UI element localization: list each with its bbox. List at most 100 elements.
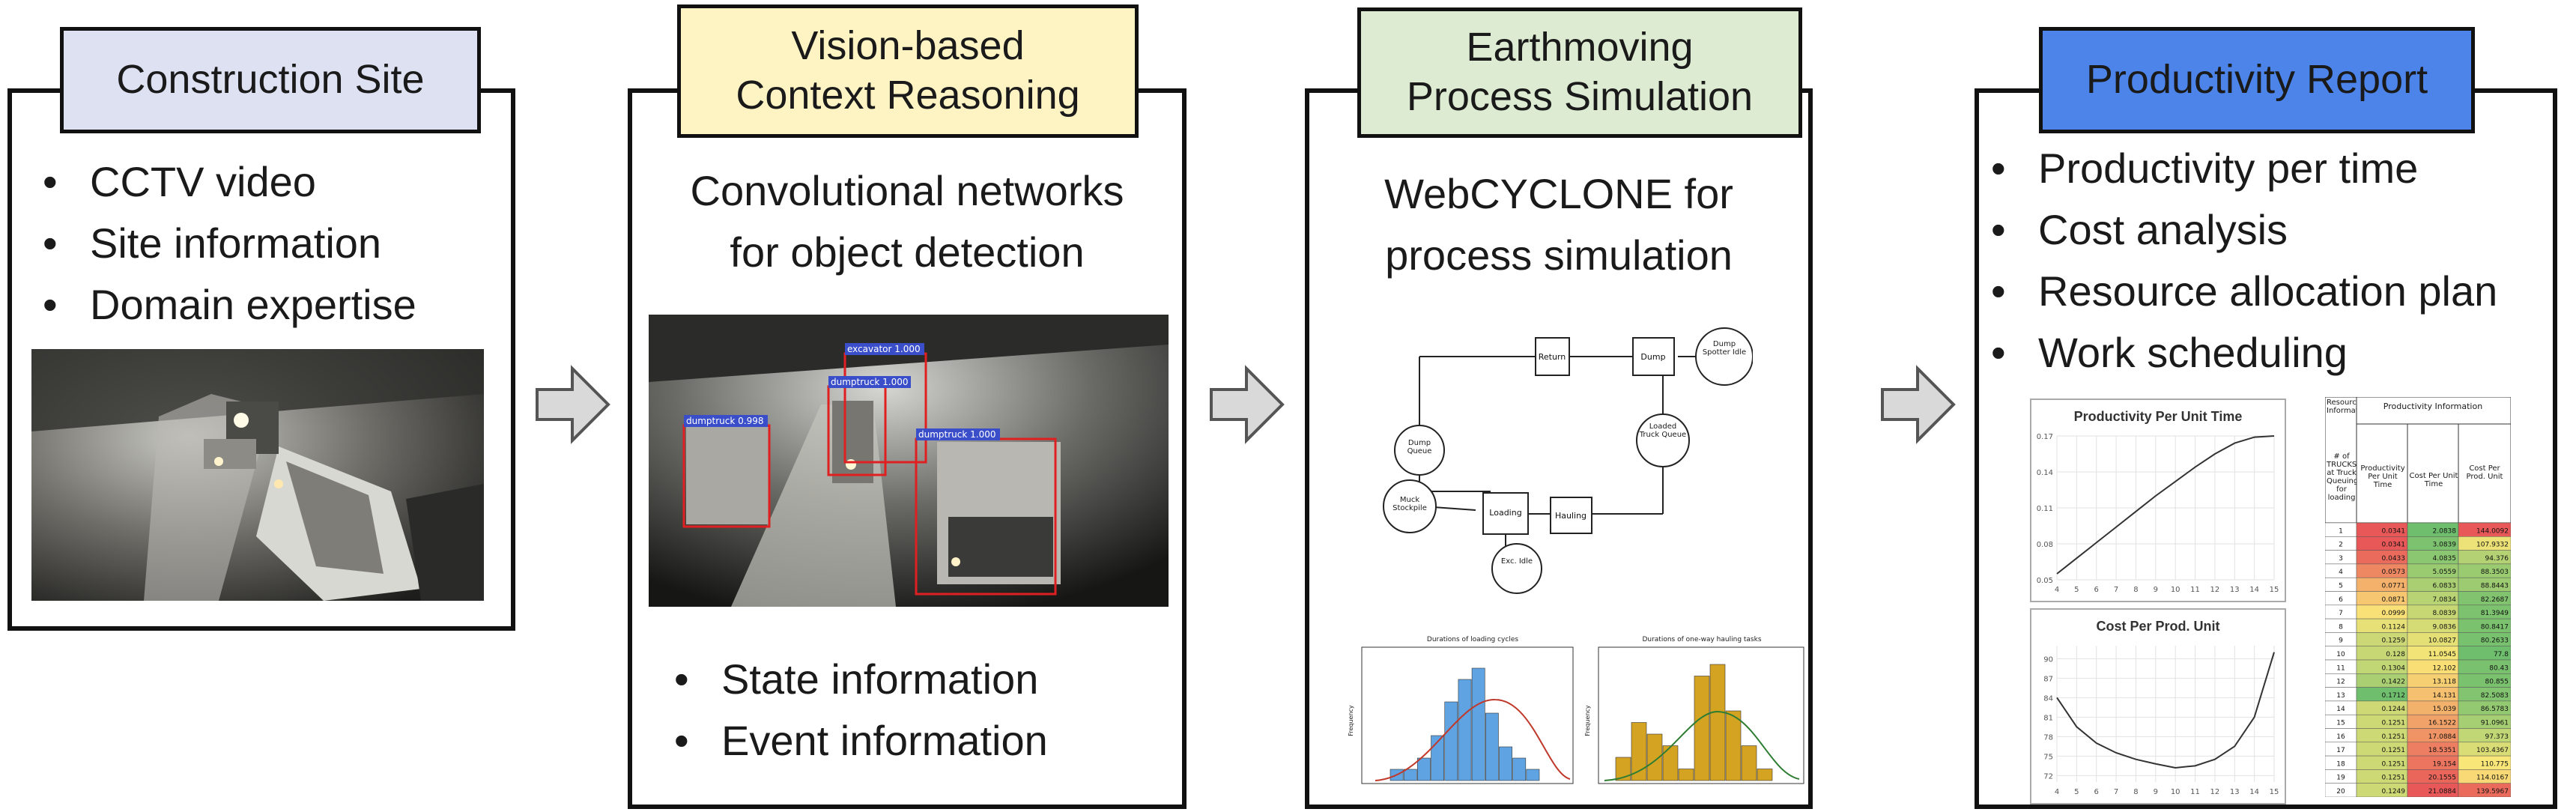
- table-cell-text: 144.0092: [2476, 527, 2509, 535]
- table-cell-text: 0.0433: [2382, 555, 2406, 563]
- x-tick-label: 8: [2133, 586, 2138, 594]
- table-cell: [2458, 783, 2511, 797]
- table-cell-text: 8: [2339, 623, 2343, 631]
- productivity-report-title-text: Productivity Report: [2085, 57, 2428, 103]
- table-cell-text: 4.0835: [2433, 555, 2457, 563]
- series-line: [2056, 435, 2275, 575]
- table-cell-text: 14.131: [2433, 692, 2457, 700]
- arrow-right-icon: [1210, 365, 1285, 444]
- histogram-bar: [1512, 757, 1527, 781]
- arrow-right-icon: [1881, 365, 1956, 444]
- productivity-report-title: Productivity Report: [2039, 27, 2475, 133]
- simulation-subtitle: WebCYCLONE for process simulation: [1309, 163, 1808, 286]
- table-header-resource: Resource Information: [2327, 399, 2357, 415]
- table-cell-text: 0.1304: [2382, 664, 2406, 672]
- table-cell-text: 2: [2339, 542, 2343, 549]
- x-tick-label: 4: [2055, 788, 2059, 796]
- x-tick-label: 12: [2210, 788, 2220, 796]
- table-cell-text: 0.1244: [2382, 706, 2406, 713]
- y-tick-label: 0.08: [2037, 541, 2053, 549]
- table-cell-text: 82.5083: [2481, 692, 2509, 700]
- y-tick-label: 0.14: [2037, 469, 2053, 477]
- table-cell-text: 5: [2339, 583, 2343, 590]
- table-cell-text: 18.5351: [2428, 747, 2456, 754]
- vision-subtitle-line2: for object detection: [730, 228, 1085, 276]
- histogram-bar: [1458, 679, 1472, 781]
- table-cell-text: 15: [2336, 720, 2345, 727]
- vision-subtitle: Convolutional networks for object detect…: [632, 160, 1182, 283]
- arrow-right-icon: [536, 365, 610, 444]
- histogram-bar: [1678, 769, 1694, 781]
- histogram-hauling-bars: [1615, 664, 1773, 781]
- x-tick-label: 5: [2074, 586, 2079, 594]
- detection-label-excavator: excavator 1.000: [847, 344, 921, 354]
- table-cell-text: 80.43: [2489, 664, 2509, 672]
- histogram-bar: [1646, 733, 1663, 781]
- table-cell-text: 80.8417: [2481, 623, 2509, 631]
- table-cell-text: 0.1251: [2382, 733, 2406, 741]
- x-tick-label: 9: [2154, 586, 2158, 594]
- table-cell-text: 80.2633: [2481, 637, 2509, 645]
- x-tick-label: 8: [2133, 788, 2138, 796]
- histogram-hauling-title: Durations of one-way hauling tasks: [1642, 636, 1761, 643]
- table-cell-text: 11: [2336, 664, 2345, 672]
- bullet-state-information: State information: [665, 649, 1048, 710]
- productivity-table: Resource Information Productivity Inform…: [2325, 397, 2511, 797]
- table-cell-text: 17.0884: [2428, 733, 2456, 741]
- x-tick-label: 15: [2270, 586, 2279, 594]
- table-cell-text: 0.0871: [2382, 596, 2406, 604]
- table-cell-text: 0.0341: [2382, 527, 2406, 535]
- histogram-loading-title: Durations of loading cycles: [1427, 636, 1518, 643]
- table-cell-text: 0.128: [2386, 651, 2405, 658]
- table-cell-text: 16.1522: [2428, 720, 2456, 727]
- histogram-bar: [1757, 769, 1773, 781]
- x-tick-label: 4: [2055, 586, 2059, 594]
- node-label-dump: Dump: [1640, 352, 1665, 362]
- table-cell-text: 94.376: [2485, 555, 2509, 563]
- table-cell-text: 114.0167: [2476, 775, 2509, 782]
- bullet-event-information: Event information: [665, 710, 1048, 772]
- x-tick-label: 14: [2249, 586, 2259, 594]
- table-cell-text: 80.855: [2485, 679, 2509, 686]
- node-dump: [1632, 337, 1675, 376]
- table-cell-text: 97.373: [2485, 733, 2509, 741]
- bullet-work-scheduling: Work scheduling: [1982, 322, 2497, 384]
- x-tick-label: 6: [2094, 586, 2099, 594]
- node-label-loaded-truck-queue: Loaded Truck Queue: [1639, 422, 1687, 439]
- construction-site-title-text: Construction Site: [116, 57, 425, 103]
- y-tick-label: 0.17: [2037, 433, 2053, 441]
- x-tick-label: 14: [2249, 788, 2259, 796]
- histogram-bar: [1709, 664, 1726, 781]
- table-col-trucks: # of TRUCKS at Truck Queuing for loading: [2327, 452, 2357, 502]
- table-cell-text: 0.1251: [2382, 760, 2406, 768]
- x-tick-label: 7: [2114, 586, 2118, 594]
- table-cell-text: 0.1422: [2382, 679, 2406, 686]
- table-cell-text: 11.0545: [2428, 651, 2456, 658]
- vision-reasoning-title: Vision-based Context Reasoning: [677, 4, 1139, 138]
- construction-site-bullets: CCTV video Site information Domain exper…: [34, 151, 416, 336]
- node-hauling: [1550, 497, 1592, 534]
- table-cell-text: 12: [2336, 679, 2345, 686]
- y-tick-label: 87: [2043, 675, 2053, 683]
- table-cell-text: 16: [2336, 733, 2345, 741]
- x-tick-label: 10: [2171, 788, 2180, 796]
- table-cell-text: 0.0771: [2382, 583, 2406, 590]
- table-cell-text: 7: [2339, 610, 2343, 617]
- histogram-bar: [1499, 746, 1512, 781]
- x-tick-label: 10: [2171, 586, 2180, 594]
- table-cell-text: 0.1249: [2382, 788, 2406, 796]
- histogram-loading-ylabel: Frequency: [1348, 705, 1354, 736]
- simulation-title: Earthmoving Process Simulation: [1357, 7, 1802, 138]
- cyclone-network-diagram: Return Dump Dump Spotter Idle Dump Queue…: [1383, 327, 1753, 594]
- table-cell-text: 20: [2336, 788, 2345, 796]
- y-tick-label: 0.05: [2037, 577, 2053, 585]
- y-tick-label: 81: [2043, 714, 2053, 722]
- vision-bullets: State information Event information: [665, 649, 1048, 772]
- table-header-productivity: Productivity Information: [2383, 402, 2483, 411]
- histogram-bar: [1615, 757, 1631, 781]
- histogram-bar: [1471, 667, 1485, 781]
- node-label-return: Return: [1539, 352, 1566, 362]
- x-tick-label: 13: [2230, 788, 2240, 796]
- node-dump-spotter-idle: [1695, 327, 1753, 386]
- table-cell-text: 6: [2339, 596, 2343, 604]
